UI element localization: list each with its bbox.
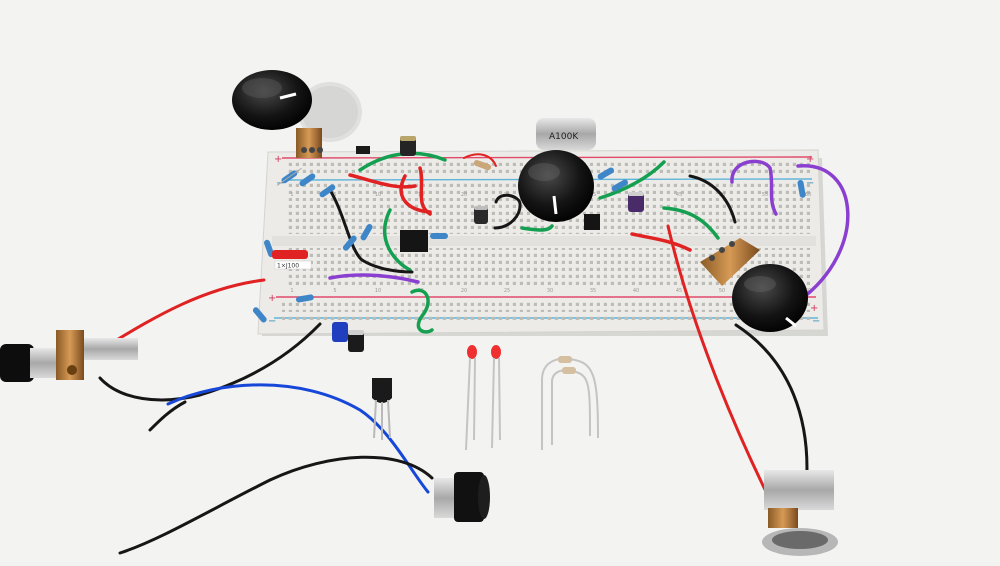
column-number-top-45: 45	[676, 192, 682, 198]
column-number-bottom-40: 40	[633, 288, 639, 294]
rail-plus-top-left: +	[274, 154, 282, 165]
column-number-top-5: 5	[333, 192, 336, 198]
electrolytic-capacitors	[332, 136, 644, 352]
column-number-bottom-1: 1	[290, 288, 293, 294]
resistor-pair	[541, 356, 599, 450]
column-number-bottom-45: 45	[676, 288, 682, 294]
potentiometer-right	[700, 238, 808, 332]
potentiometer-left	[232, 70, 362, 158]
audio-jack-output	[762, 470, 838, 556]
column-number-top-10: 10	[375, 192, 381, 198]
rail-minus-bottom-right: −	[812, 316, 820, 327]
rail-plus-bottom-left: +	[268, 293, 276, 304]
column-number-bottom-30: 30	[547, 288, 553, 294]
red-led-pair	[465, 345, 501, 451]
external-wires	[98, 224, 809, 555]
rail-minus-bottom-left: −	[268, 316, 276, 327]
dc-power-jack	[434, 472, 490, 522]
center-channel	[272, 236, 816, 246]
column-number-top-55: 55	[762, 192, 768, 198]
resistor-small-red: 1×J100	[272, 250, 312, 270]
rail-minus-top-right: −	[806, 178, 814, 189]
column-number-bottom-5: 5	[333, 288, 336, 294]
bottom-power-rail	[274, 296, 818, 321]
rail-plus-bottom-right: +	[810, 303, 818, 314]
column-number-top-1: 1	[290, 192, 293, 198]
resistors-on-board	[252, 160, 806, 323]
ic-chips	[356, 146, 600, 252]
column-number-top-60: 60	[805, 192, 811, 198]
column-number-top-20: 20	[461, 192, 467, 198]
column-number-bottom-25: 25	[504, 288, 510, 294]
resistor-small-label: 1×J100	[277, 263, 299, 270]
column-number-top-35: 35	[590, 192, 596, 198]
potentiometer-center: A100K	[518, 118, 596, 222]
column-number-bottom-35: 35	[590, 288, 596, 294]
rail-plus-top-right: +	[806, 154, 814, 165]
column-number-bottom-20: 20	[461, 288, 467, 294]
audio-jack-input	[0, 330, 138, 382]
column-number-bottom-50: 50	[719, 288, 725, 294]
column-number-bottom-60: 60	[805, 288, 811, 294]
transistor	[372, 378, 392, 440]
jumper-wires	[328, 151, 850, 334]
column-number-bottom-10: 10	[375, 288, 381, 294]
pot-center-label: A100K	[549, 132, 579, 142]
